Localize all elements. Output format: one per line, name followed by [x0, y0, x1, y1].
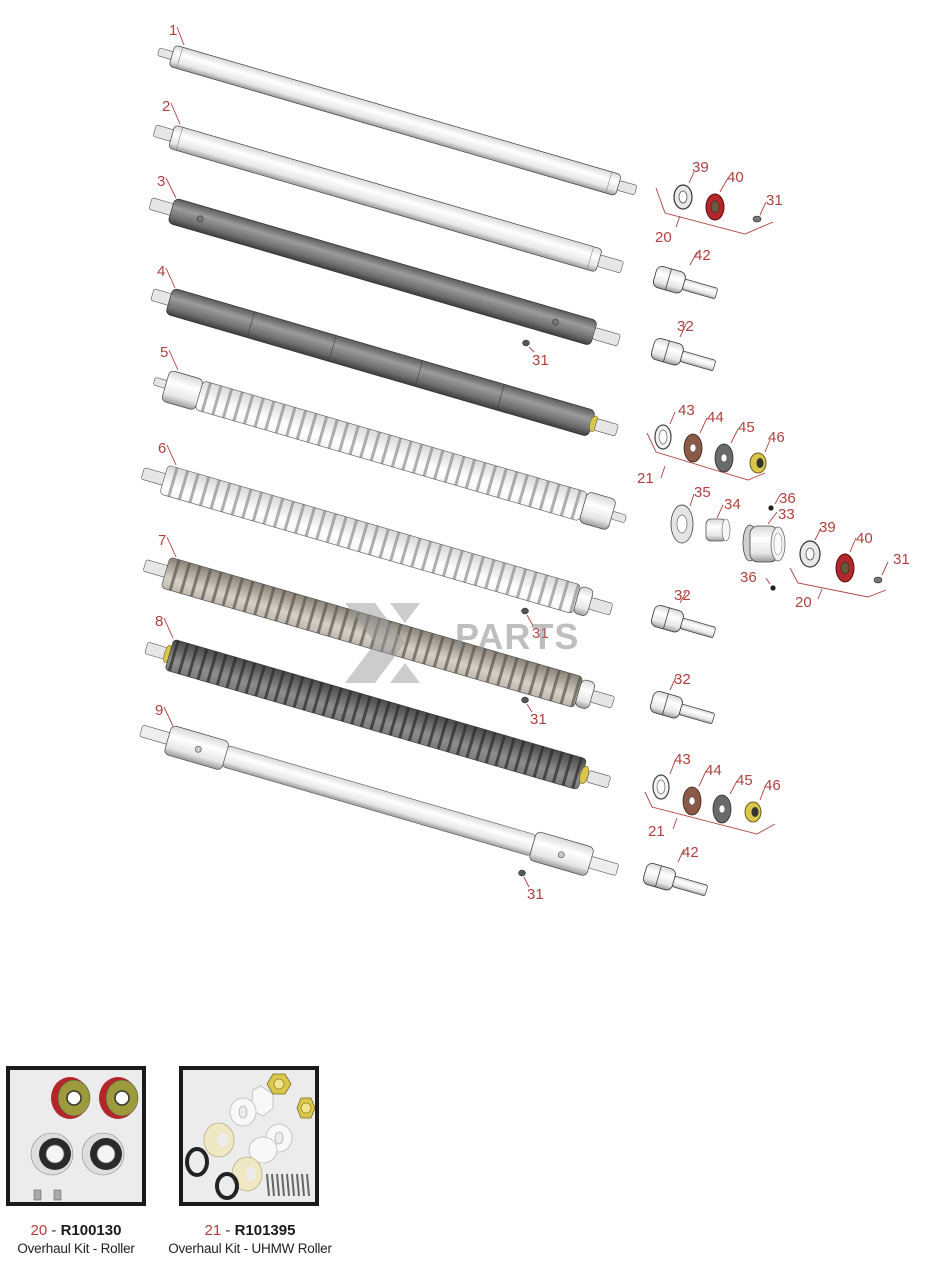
callout-31: 31	[532, 625, 549, 642]
callout-31: 31	[893, 551, 910, 568]
callout-46: 46	[768, 429, 785, 446]
callout-33: 33	[778, 506, 795, 523]
callout-39: 39	[819, 519, 836, 536]
kit-21-part-number: R101395	[234, 1222, 296, 1239]
callout-32: 32	[677, 318, 694, 335]
kit-21-description: Overhaul Kit - UHMW Roller	[168, 1241, 332, 1256]
callout-31: 31	[530, 711, 547, 728]
callout-36: 36	[740, 569, 757, 586]
roller-4[interactable]	[148, 283, 620, 444]
callout-40: 40	[727, 169, 744, 186]
callout-44: 44	[705, 762, 722, 779]
callout-42: 42	[682, 844, 699, 861]
grease-fitting-icon	[33, 1189, 62, 1201]
callout-32: 32	[674, 587, 691, 604]
seal-icon	[99, 1077, 139, 1119]
nut-icon	[266, 1073, 315, 1119]
roller-9[interactable]	[137, 717, 622, 884]
kit-21-caption: 21 - R101395 Overhaul Kit - UHMW Roller	[160, 1222, 340, 1258]
callout-45: 45	[738, 419, 755, 436]
roller-5[interactable]	[150, 367, 630, 535]
callout-40: 40	[856, 530, 873, 547]
callout-5: 5	[160, 344, 168, 361]
washer-icon	[229, 1085, 293, 1164]
callout-34: 34	[724, 496, 741, 513]
kit-21-group-b[interactable]: 43 44 45 46 21	[644, 751, 781, 840]
callout-36: 36	[779, 490, 796, 507]
callout-42: 42	[694, 247, 711, 264]
callout-43: 43	[674, 751, 691, 768]
kit-21-parts-icon	[185, 1073, 315, 1200]
callout-9: 9	[155, 702, 163, 719]
callout-20: 20	[655, 229, 672, 246]
kit-20-caption: 20 - R100130 Overhaul Kit - Roller	[6, 1222, 146, 1258]
callout-1: 1	[169, 22, 177, 39]
callout-31: 31	[532, 352, 549, 369]
shaft-adapter-32-c[interactable]	[649, 690, 717, 729]
kit-20-image[interactable]	[6, 1066, 146, 1206]
callout-45: 45	[736, 772, 753, 789]
callout-31: 31	[527, 886, 544, 903]
roll-pins-icon	[266, 1173, 310, 1197]
set-screw-31-r3[interactable]: 31	[522, 339, 549, 369]
kit-21-item-number: 21	[204, 1222, 222, 1239]
set-screw-31-r9[interactable]: 31	[518, 869, 544, 903]
callout-2: 2	[162, 98, 170, 115]
bearing-icon	[30, 1132, 74, 1176]
callout-35: 35	[694, 484, 711, 501]
callout-20: 20	[795, 594, 812, 611]
callout-6: 6	[158, 440, 166, 457]
roller-2[interactable]	[151, 120, 625, 279]
kit-21-image[interactable]	[179, 1066, 319, 1206]
callout-4: 4	[157, 263, 165, 280]
set-screw-31-r6[interactable]: 31	[521, 607, 549, 642]
callout-8: 8	[155, 613, 163, 630]
shaft-adapter-32-a[interactable]	[650, 337, 718, 376]
bearing-icon	[81, 1132, 125, 1176]
callout-43: 43	[678, 402, 695, 419]
roller-6[interactable]	[139, 459, 616, 624]
shaft-adapter-32-b[interactable]	[650, 604, 718, 643]
oring-icon	[185, 1147, 239, 1200]
callout-21: 21	[637, 470, 654, 487]
kit-20-parts-icon	[30, 1077, 139, 1201]
shaft-adapter-42-a[interactable]	[652, 265, 720, 304]
callout-32: 32	[674, 671, 691, 688]
callout-44: 44	[707, 409, 724, 426]
kit-21-group-a[interactable]: 43 44 45 46 21	[637, 402, 785, 487]
callout-21: 21	[648, 823, 665, 840]
callout-3: 3	[157, 173, 165, 190]
set-screw-31-r7[interactable]: 31	[521, 696, 547, 728]
shaft-adapter-42-b[interactable]	[642, 862, 710, 901]
roller-1[interactable]	[155, 41, 638, 201]
kit-20-part-number: R100130	[60, 1222, 122, 1239]
kit-20-description: Overhaul Kit - Roller	[17, 1241, 135, 1256]
roller-callouts: 1 2 3 4 5 6 7 8 9	[155, 22, 185, 727]
kit-20-group-a[interactable]: 39 40 31 20	[655, 159, 783, 246]
kit-20-group-b[interactable]: 39 40 31 20	[789, 519, 910, 611]
callout-46: 46	[764, 777, 781, 794]
roller-8[interactable]	[142, 632, 614, 797]
callout-31: 31	[766, 192, 783, 209]
callout-7: 7	[158, 532, 166, 549]
seal-icon	[51, 1077, 91, 1119]
callout-39: 39	[692, 159, 709, 176]
kit-20-item-number: 20	[30, 1222, 48, 1239]
middle-hub-assembly[interactable]: 35 34 33 36 36	[670, 484, 796, 591]
roller-3[interactable]	[147, 192, 623, 353]
uhmw-washer-icon	[203, 1122, 263, 1192]
